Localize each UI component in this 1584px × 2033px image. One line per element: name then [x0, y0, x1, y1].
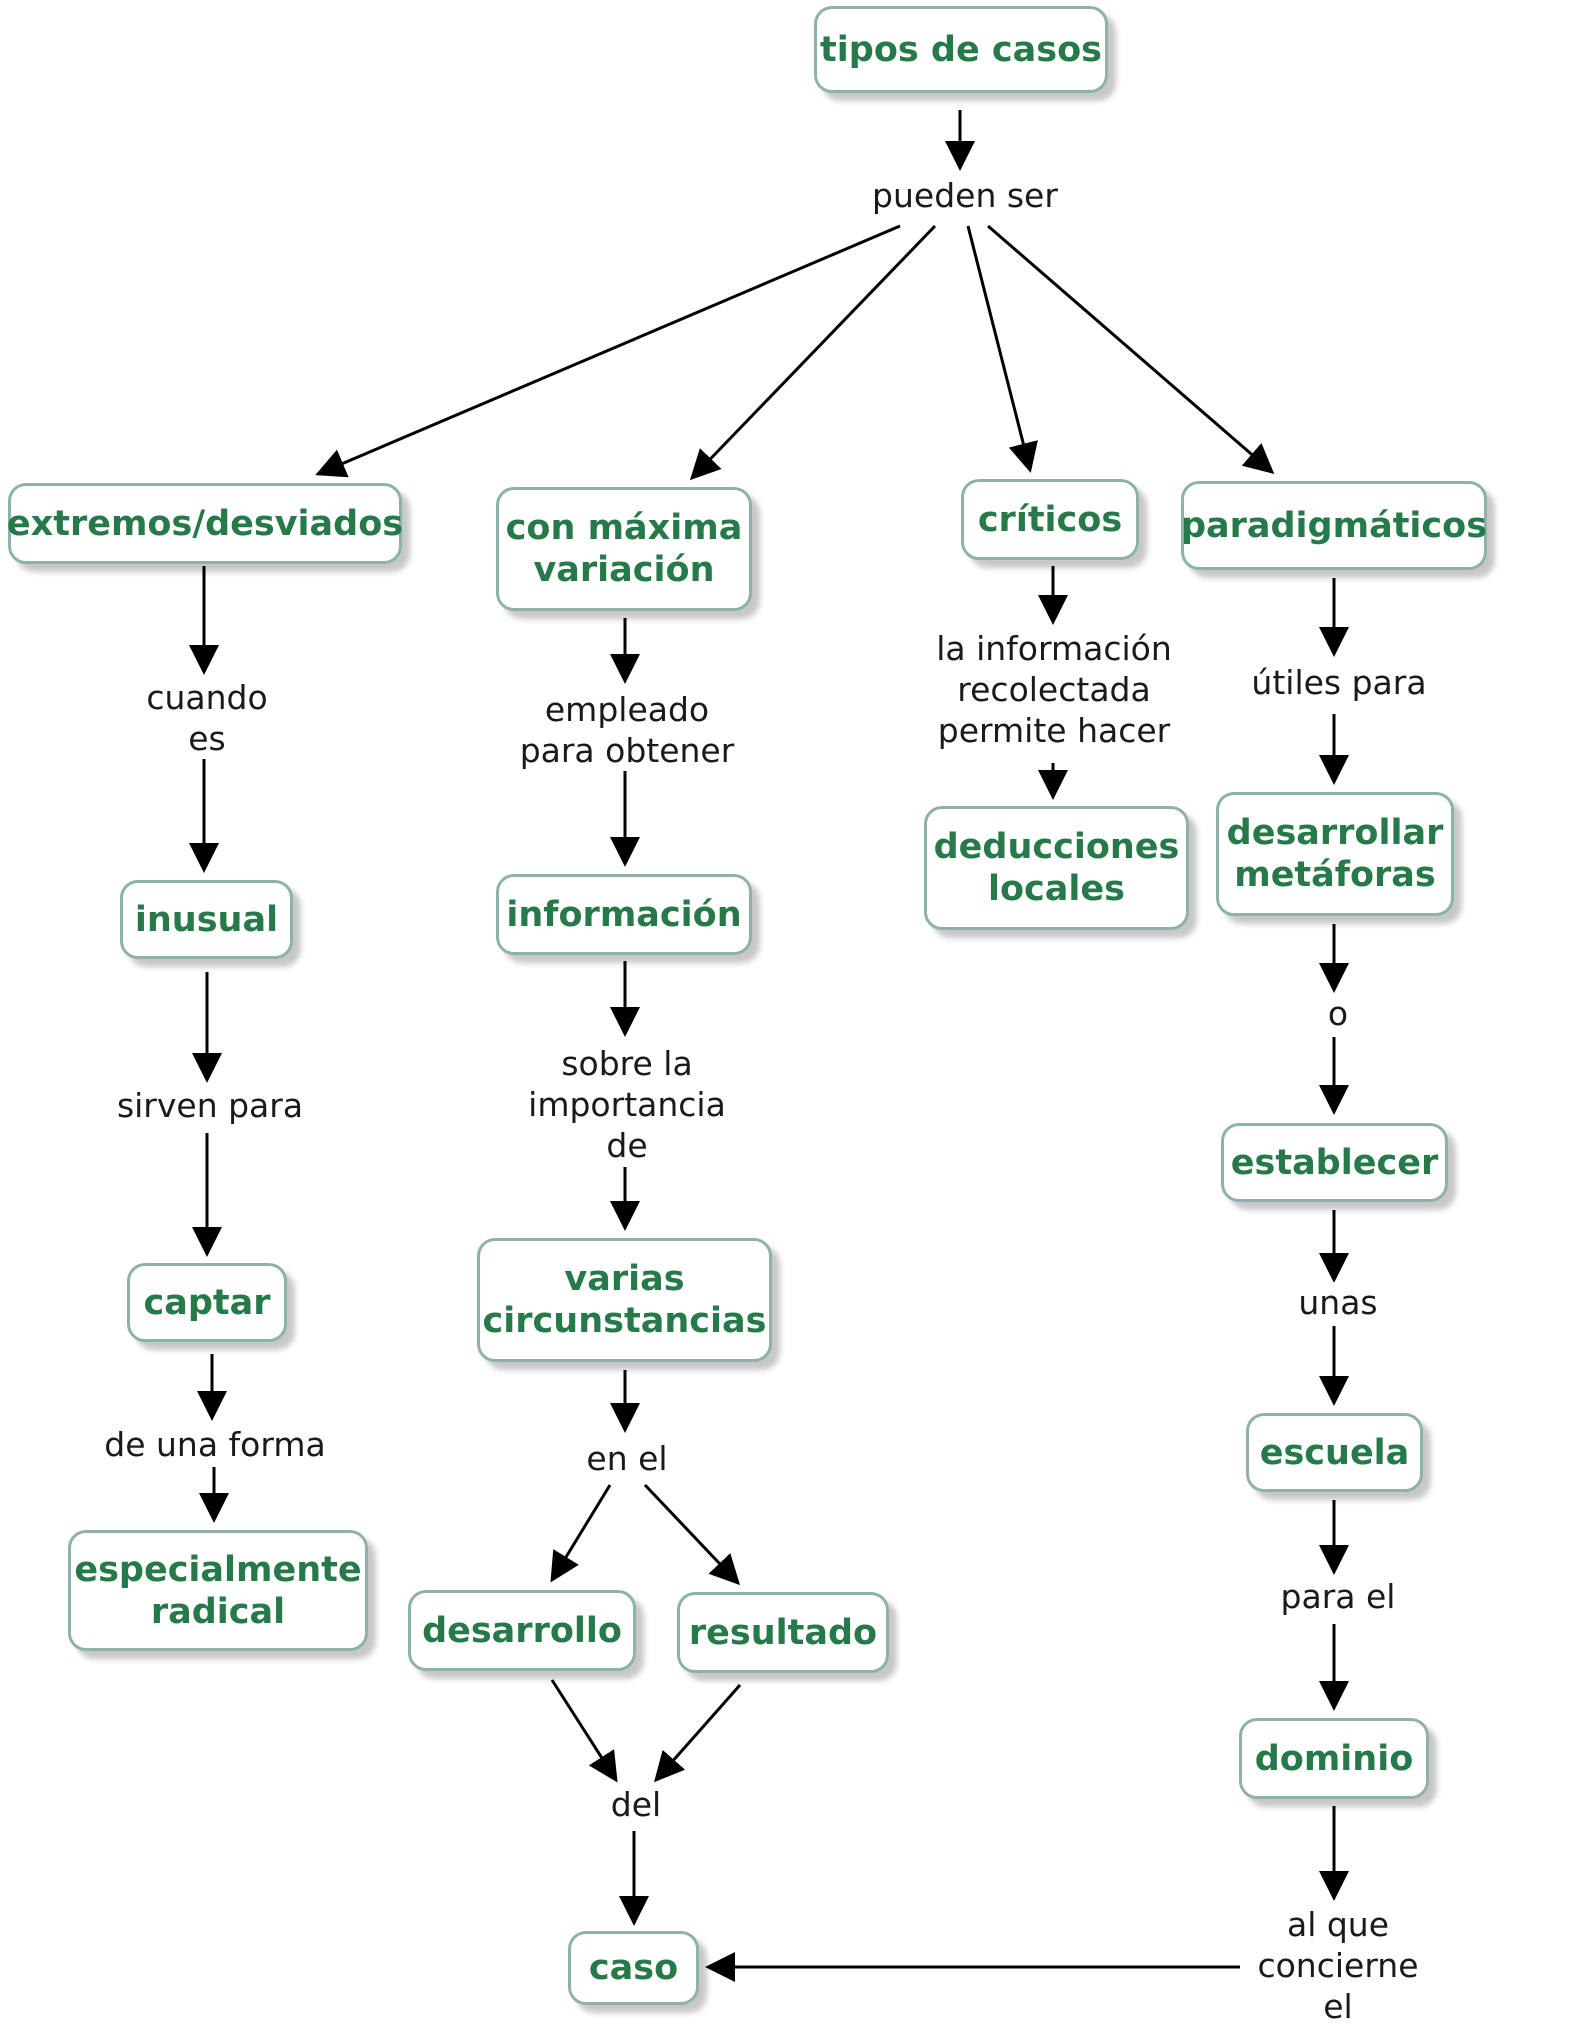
link-o: o: [1310, 993, 1366, 1034]
node-tipos-de-casos: tipos de casos: [814, 6, 1108, 93]
link-para-el: para el: [1256, 1576, 1420, 1617]
node-criticos: críticos: [961, 479, 1139, 560]
node-paradigmaticos: paradigmáticos: [1181, 481, 1487, 570]
connector-arrow-2: [315, 224, 901, 478]
connector-arrow-5: [987, 224, 1275, 474]
link-al-que-concierne-el: al que concierne el: [1240, 1904, 1436, 2027]
connector-arrow-4: [966, 225, 1038, 473]
connector-arrow-3: [689, 224, 937, 481]
link-en-el: en el: [566, 1438, 688, 1479]
link-sirven-para: sirven para: [96, 1085, 324, 1126]
node-especialmente-radical: especialmente radical: [68, 1530, 368, 1651]
node-establecer: establecer: [1221, 1123, 1448, 1202]
link-de-una-forma: de una forma: [86, 1424, 344, 1465]
link-utiles-para: útiles para: [1222, 662, 1456, 703]
node-extremos-desviados: extremos/desviados: [7, 483, 403, 564]
link-empleado-para-obtener: empleado para obtener: [498, 689, 756, 771]
connector-arrow-18: [643, 1483, 741, 1586]
link-pueden-ser: pueden ser: [858, 175, 1072, 216]
node-caso: caso: [568, 1931, 699, 2005]
node-desarrollo: desarrollo: [408, 1590, 636, 1671]
node-deducciones-locales: deducciones locales: [924, 806, 1189, 930]
link-unas: unas: [1272, 1282, 1404, 1323]
node-resultado: resultado: [677, 1592, 889, 1673]
node-con-maxima-variacion: con máxima variación: [496, 487, 752, 611]
connector-arrow-17: [550, 1484, 612, 1583]
node-dominio: dominio: [1239, 1718, 1429, 1799]
link-del: del: [592, 1784, 680, 1825]
link-sobre-la-importancia-de: sobre la importancia de: [508, 1043, 746, 1166]
link-la-informacion-recolectada: la información recolectada permite hacer: [918, 628, 1190, 751]
node-inusual: inusual: [120, 880, 293, 959]
connector-arrow-20: [654, 1684, 742, 1783]
link-cuando-es: cuando es: [118, 677, 296, 759]
node-informacion: información: [496, 874, 752, 955]
node-varias-circunstancias: varias circunstancias: [477, 1238, 772, 1362]
connector-arrow-19: [550, 1679, 618, 1783]
node-desarrollar-metaforas: desarrollar metáforas: [1216, 792, 1454, 916]
node-captar: captar: [127, 1263, 287, 1342]
node-escuela: escuela: [1246, 1413, 1423, 1492]
